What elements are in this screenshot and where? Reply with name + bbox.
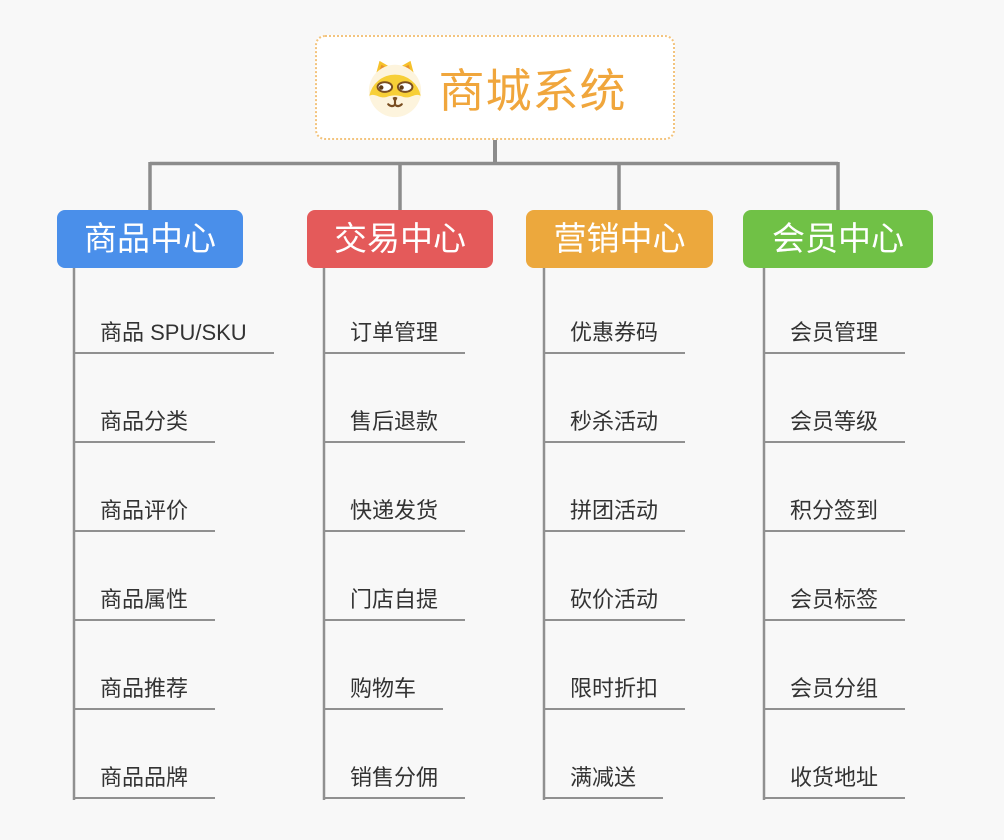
dog-face-icon	[368, 60, 421, 117]
leaf-node[interactable]: 门店自提	[323, 586, 466, 621]
leaf-node[interactable]: 商品评价	[73, 497, 216, 532]
leaf-node[interactable]: 销售分佣	[323, 764, 466, 799]
leaf-node[interactable]: 收货地址	[763, 764, 906, 799]
leaf-node[interactable]: 快递发货	[323, 497, 466, 532]
leaf-node[interactable]: 限时折扣	[543, 675, 686, 710]
leaf-node[interactable]: 商品分类	[73, 408, 216, 443]
leaf-node[interactable]: 商品属性	[73, 586, 216, 621]
leaf-node[interactable]: 秒杀活动	[543, 408, 686, 443]
leaf-node[interactable]: 购物车	[323, 675, 444, 710]
leaf-node[interactable]: 会员分组	[763, 675, 906, 710]
leaf-node[interactable]: 会员等级	[763, 408, 906, 443]
branch-drop-lines	[148, 162, 840, 210]
leaf-node[interactable]: 拼团活动	[543, 497, 686, 532]
branch-node-marketing-center[interactable]: 营销中心	[526, 210, 713, 268]
leaf-node[interactable]: 售后退款	[323, 408, 466, 443]
leaf-node[interactable]: 会员标签	[763, 586, 906, 621]
leaf-node[interactable]: 商品 SPU/SKU	[73, 319, 274, 354]
leaf-node[interactable]: 积分签到	[763, 497, 906, 532]
leaf-node[interactable]: 会员管理	[763, 319, 906, 354]
leaf-node[interactable]: 满减送	[543, 764, 664, 799]
branch-node-product-center[interactable]: 商品中心	[57, 210, 243, 268]
root-node[interactable]: 商城系统	[315, 35, 675, 140]
leaf-node[interactable]: 砍价活动	[543, 586, 686, 621]
branch-node-member-center[interactable]: 会员中心	[743, 210, 933, 268]
branch-node-trade-center[interactable]: 交易中心	[307, 210, 493, 268]
leaf-node[interactable]: 商品推荐	[73, 675, 216, 710]
root-title: 商城系统	[438, 64, 627, 117]
leaf-node[interactable]: 订单管理	[323, 319, 466, 354]
leaf-node[interactable]: 商品品牌	[73, 764, 216, 799]
leaf-node[interactable]: 优惠券码	[543, 319, 686, 354]
